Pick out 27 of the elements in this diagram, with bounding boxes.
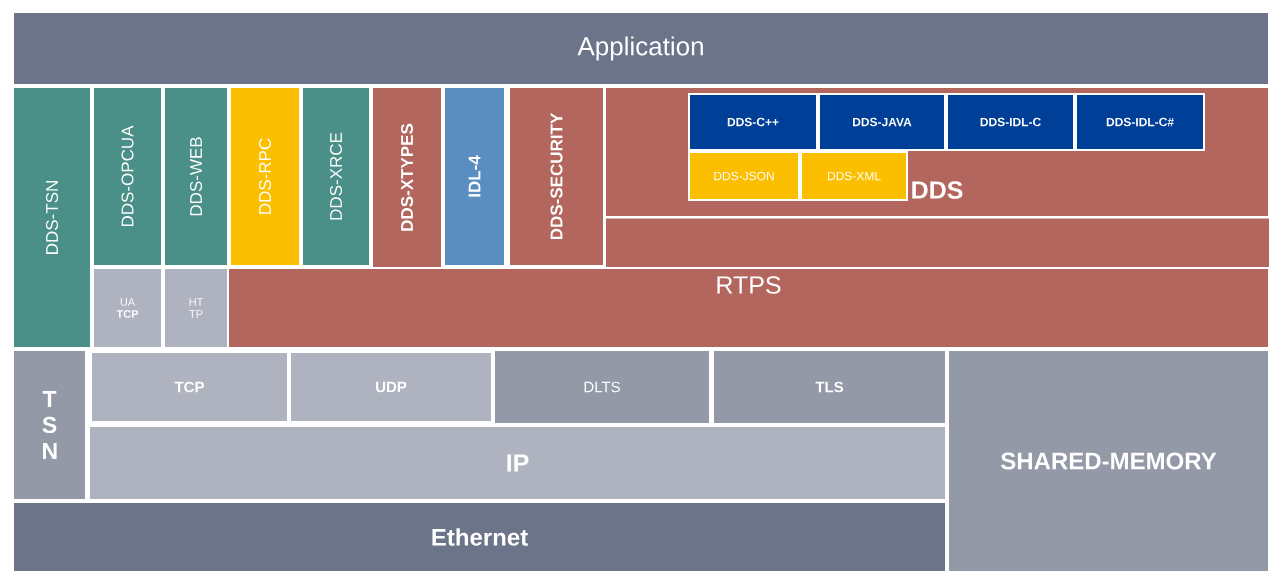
protocol-box: TLS bbox=[712, 349, 947, 425]
node-label: DDS bbox=[912, 181, 963, 199]
protocol-box: DDS-OPCUA bbox=[92, 86, 163, 267]
layer-band: Ethernet bbox=[12, 501, 947, 572]
layer-band: Application bbox=[12, 11, 1269, 86]
protocol-box: TCP bbox=[90, 351, 289, 423]
protocol-box: DDS-SECURITY bbox=[508, 86, 605, 267]
protocol-box: DLTS bbox=[493, 349, 711, 425]
protocol-box: DDS-IDL-C# bbox=[1075, 93, 1205, 151]
protocol-box: DDS-WEB bbox=[163, 86, 229, 267]
protocol-box: HT TP bbox=[163, 267, 229, 349]
protocol-box: DDS-JAVA bbox=[818, 93, 946, 151]
protocol-box: DDS-XTYPES bbox=[371, 86, 443, 269]
protocol-box: DDS-RPC bbox=[229, 86, 301, 267]
protocol-box: T S N bbox=[12, 349, 87, 501]
protocol-box: IDL-4 bbox=[443, 86, 506, 267]
protocol-box: DDS-TSN bbox=[12, 86, 92, 349]
protocol-box: DDS-IDL-C bbox=[946, 93, 1075, 151]
layer-band: IP bbox=[88, 425, 947, 501]
protocol-box: DDS-XRCE bbox=[301, 86, 371, 267]
protocol-box: DDS-XML bbox=[800, 151, 908, 201]
protocol-box: DDS-JSON bbox=[688, 151, 800, 201]
protocol-box: UA TCP bbox=[92, 267, 163, 349]
node-label: RTPS bbox=[717, 276, 781, 294]
protocol-box: UDP bbox=[289, 351, 493, 423]
protocol-box: DDS-C++ bbox=[688, 93, 818, 151]
layer-band: SHARED-MEMORY bbox=[947, 349, 1269, 572]
